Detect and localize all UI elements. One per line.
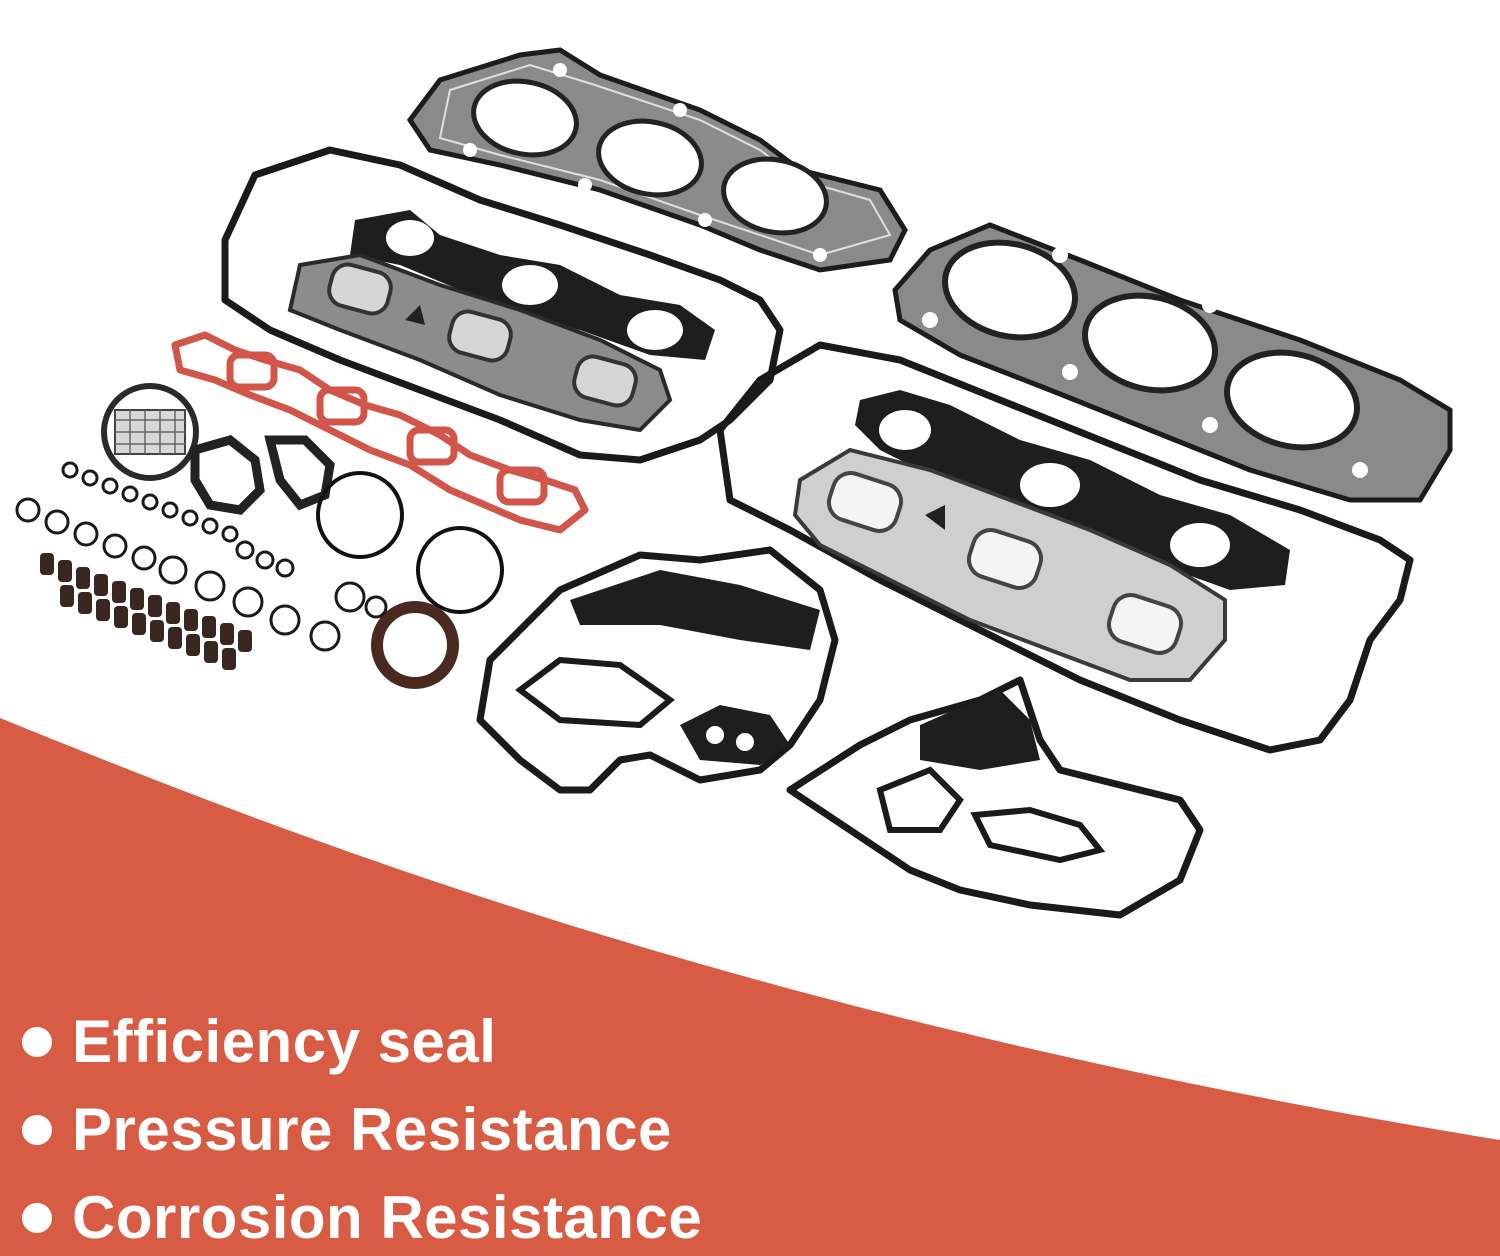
o-ring-large-2 xyxy=(416,526,504,614)
small-gasket-a xyxy=(190,435,265,515)
crank-seal xyxy=(371,601,459,689)
o-ring-large-1 xyxy=(316,471,404,559)
head-gasket-left xyxy=(406,47,908,273)
red-intake-gasket xyxy=(171,331,589,534)
bullet-dot-icon xyxy=(22,1115,52,1145)
feature-banner xyxy=(0,718,1500,1256)
bullet-dot-icon xyxy=(22,1027,52,1057)
feature-label: Pressure Resistance xyxy=(72,1096,672,1163)
feature-item-efficiency: Efficiency seal xyxy=(22,998,922,1086)
throttle-gasket xyxy=(101,383,199,481)
valve-stem-seals xyxy=(40,553,252,670)
valve-cover-gasket-left xyxy=(221,146,784,464)
valve-cover-gasket-right xyxy=(716,341,1414,754)
timing-cover-gasket-right xyxy=(786,676,1204,919)
intake-gasket-left xyxy=(350,210,715,360)
feature-list: Efficiency seal Pressure Resistance Corr… xyxy=(22,998,922,1256)
head-gasket-right xyxy=(892,222,1453,503)
intake-gasket-right xyxy=(855,390,1290,590)
feature-item-corrosion: Corrosion Resistance xyxy=(22,1174,922,1256)
feature-item-pressure: Pressure Resistance xyxy=(22,1086,922,1174)
small-o-rings xyxy=(15,461,388,652)
feature-label: Corrosion Resistance xyxy=(72,1184,703,1251)
exhaust-gasket-right xyxy=(792,447,1227,682)
timing-cover-gasket-left xyxy=(476,546,839,794)
feature-label: Efficiency seal xyxy=(72,1008,497,1075)
exhaust-gasket-left xyxy=(287,252,673,433)
bullet-dot-icon xyxy=(22,1203,52,1233)
